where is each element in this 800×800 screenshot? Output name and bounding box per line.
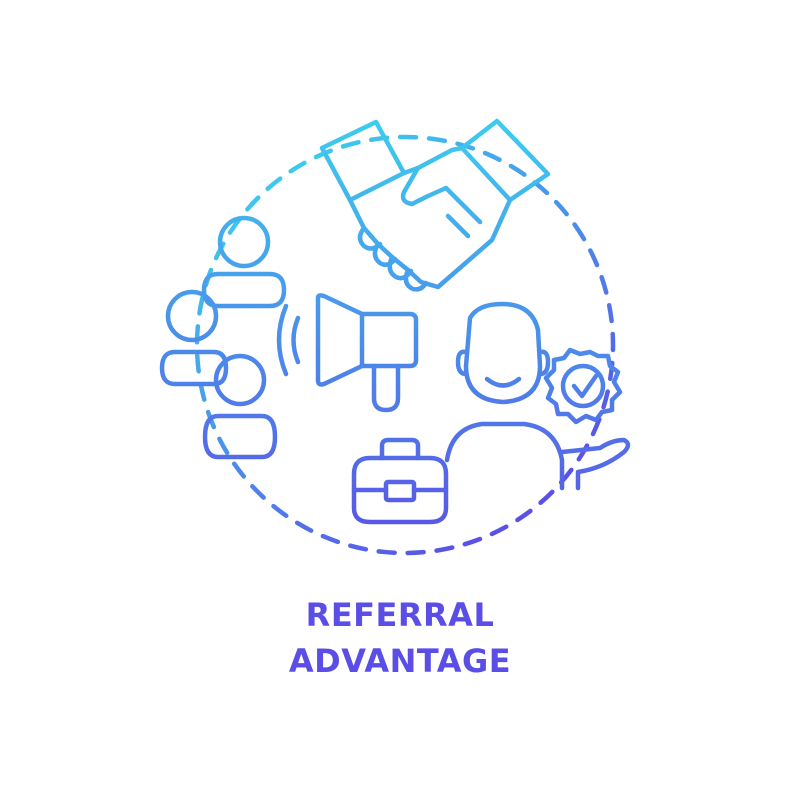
megaphone-icon xyxy=(276,293,419,413)
caption-line-1: REFERRAL xyxy=(305,596,495,634)
handshake-icon xyxy=(319,118,551,292)
people-group-icon xyxy=(159,215,287,460)
briefcase-icon xyxy=(351,437,449,525)
dashed-circle-icon xyxy=(194,134,616,556)
gear-check-icon xyxy=(543,347,631,491)
caption-line-2: ADVANTAGE xyxy=(288,642,512,680)
illustration-caption: REFERRAL ADVANTAGE xyxy=(0,592,800,684)
person-icon xyxy=(444,301,565,491)
